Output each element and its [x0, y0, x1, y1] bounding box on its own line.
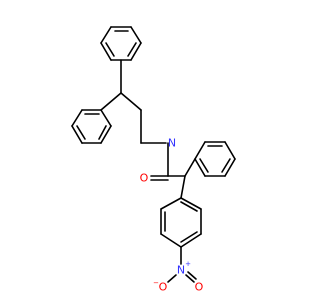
nitro-nitrogen-charge: +: [185, 260, 191, 268]
nitro-group: [167, 246, 197, 283]
nitrophenyl-ring: [160, 175, 202, 248]
structure-diagram: N O N + O − O: [71, 26, 236, 294]
amide-group: [150, 142, 186, 181]
nitro-oxygen-charge: −: [153, 279, 159, 287]
amide-nitrogen-label: N: [168, 137, 176, 150]
left-phenyl-ring: [71, 109, 112, 144]
nitro-oxygen-left-label: O: [159, 281, 168, 294]
amide-oxygen-label: O: [140, 172, 149, 185]
right-phenyl-ring: [184, 141, 236, 177]
nitro-oxygen-right-label: O: [195, 281, 204, 294]
nitro-nitrogen-label: N: [177, 264, 185, 277]
propyl-chain: [100, 59, 167, 144]
top-phenyl-ring: [100, 26, 142, 61]
